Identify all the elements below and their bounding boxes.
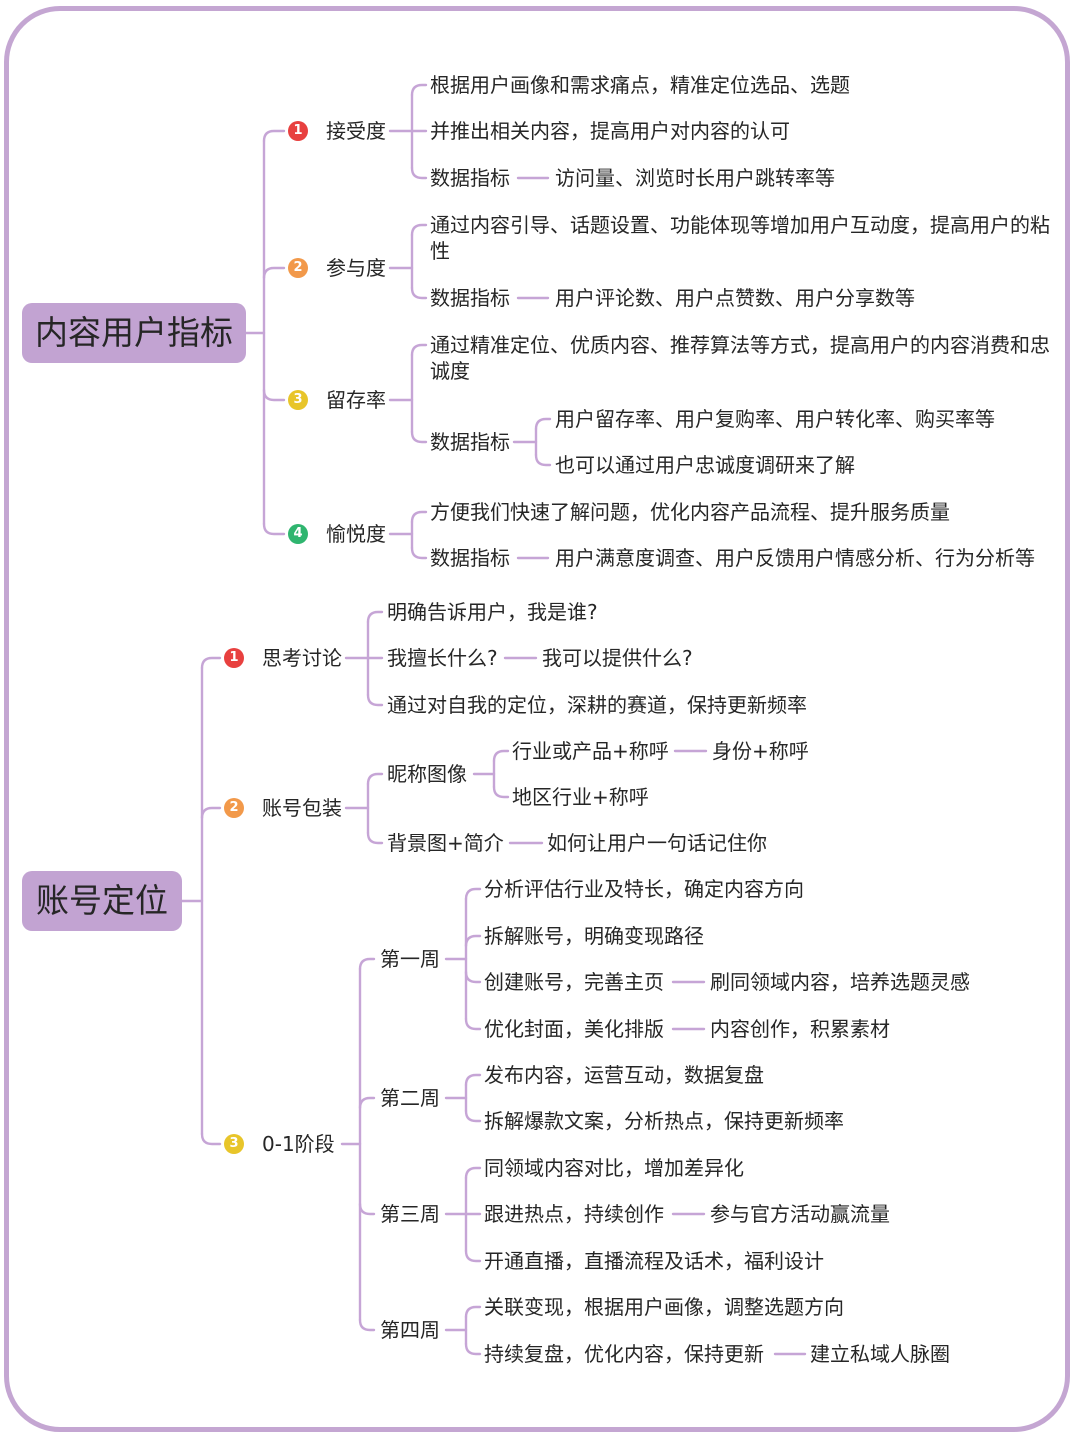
week3-arm-0	[464, 1166, 482, 1180]
packaging-background-detail[interactable]: 如何让用户一句话记住你	[547, 831, 767, 855]
badge-1-icon: 1	[288, 121, 308, 141]
engagement-point-1[interactable]: 通过内容引导、话题设置、功能体现等增加用户互动度，提高用户的粘性	[430, 213, 1050, 263]
week2-arm-0	[464, 1073, 482, 1087]
r1b3-metrics-arm-0	[534, 417, 552, 431]
week-1-item-2[interactable]: 拆解账号，明确变现路径	[484, 924, 704, 948]
root2-arm-0	[200, 656, 222, 670]
week-3-item-2-detail[interactable]: 参与官方活动赢流量	[710, 1202, 890, 1226]
retention-metrics-detail-1[interactable]: 用户留存率、用户复购率、用户转化率、购买率等	[555, 407, 995, 431]
root1-arm-1	[262, 266, 286, 280]
week1-arm-0	[464, 887, 482, 901]
badge-1-icon: 1	[224, 648, 244, 668]
week-1[interactable]: 第一周	[380, 947, 440, 971]
packaging-nickname-1-detail[interactable]: 身份+称呼	[712, 739, 809, 763]
r2b2-arm-1	[366, 831, 384, 845]
packaging-background[interactable]: 背景图+简介	[387, 831, 504, 855]
badge-3-icon: 3	[288, 390, 308, 410]
badge-4-icon: 4	[288, 524, 308, 544]
week-2-item-1[interactable]: 发布内容，运营互动，数据复盘	[484, 1063, 764, 1087]
week2-arm-1	[464, 1109, 482, 1123]
root-node-account-positioning[interactable]: 账号定位	[22, 871, 182, 931]
engagement-metrics[interactable]: 数据指标	[430, 286, 510, 310]
root-node-content-metrics[interactable]: 内容用户指标	[22, 303, 246, 363]
engagement-metrics-detail[interactable]: 用户评论数、用户点赞数、用户分享数等	[555, 286, 915, 310]
retention-metrics[interactable]: 数据指标	[430, 430, 510, 454]
branch-thinking[interactable]: 思考讨论	[262, 646, 342, 670]
week-2[interactable]: 第二周	[380, 1086, 440, 1110]
week-1-item-3-detail[interactable]: 刷同领域内容，培养选题灵感	[710, 970, 970, 994]
badge-2-icon: 2	[224, 798, 244, 818]
week-2-item-2[interactable]: 拆解爆款文案，分析热点，保持更新频率	[484, 1109, 844, 1133]
r2b1-arm-2	[366, 693, 384, 707]
thinking-point-3[interactable]: 通过对自我的定位，深耕的赛道，保持更新频率	[387, 693, 807, 717]
root2-arm-2	[200, 1132, 222, 1146]
week1-arm-3	[464, 1017, 482, 1031]
frame	[4, 6, 1070, 1432]
week-3-item-1[interactable]: 同领域内容对比，增加差异化	[484, 1156, 744, 1180]
badge-2-icon: 2	[288, 258, 308, 278]
week3-arm-2	[464, 1249, 482, 1263]
thinking-point-2[interactable]: 我擅长什么?	[387, 646, 498, 670]
branch-delight[interactable]: 愉悦度	[326, 522, 386, 546]
acceptance-point-2[interactable]: 并推出相关内容，提高用户对内容的认可	[430, 119, 790, 143]
branch-engagement[interactable]: 参与度	[326, 256, 386, 280]
branch-retention[interactable]: 留存率	[326, 388, 386, 412]
week-4-item-2[interactable]: 持续复盘，优化内容，保持更新	[484, 1342, 764, 1366]
root1-arm-3	[262, 522, 286, 536]
retention-metrics-detail-2[interactable]: 也可以通过用户忠诚度调研来了解	[555, 453, 855, 477]
week-3-item-2[interactable]: 跟进热点，持续创作	[484, 1202, 664, 1226]
r2b2-nick-arm-0	[492, 749, 510, 763]
r2b1-arm-0	[366, 610, 384, 624]
thinking-point-1[interactable]: 明确告诉用户，我是谁?	[387, 600, 598, 624]
packaging-nickname[interactable]: 昵称图像	[387, 762, 467, 786]
r1b3-arm-0	[410, 343, 428, 357]
r2b3-arm-2	[358, 1202, 376, 1216]
r1b2-arm-1	[410, 286, 428, 300]
branch-stage-0-1[interactable]: 0-1阶段	[262, 1132, 335, 1156]
week4-arm-0	[464, 1305, 482, 1319]
week-1-item-4-detail[interactable]: 内容创作，积累素材	[710, 1017, 890, 1041]
retention-point-1[interactable]: 通过精准定位、优质内容、推荐算法等方式，提高用户的内容消费和忠诚度	[430, 333, 1050, 383]
r2b3-arm-3	[358, 1318, 376, 1332]
week-1-item-4[interactable]: 优化封面，美化排版	[484, 1017, 664, 1041]
week-3[interactable]: 第三周	[380, 1202, 440, 1226]
r2b2-arm-0	[366, 772, 384, 786]
branch-acceptance[interactable]: 接受度	[326, 119, 386, 143]
r1b3-metrics-arm-1	[534, 453, 552, 467]
root1-arm-2	[262, 388, 286, 402]
r1b1-arm-0	[410, 83, 428, 97]
r1b2-arm-0	[410, 223, 428, 237]
r1b3-arm-1	[410, 430, 428, 444]
packaging-nickname-1[interactable]: 行业或产品+称呼	[512, 739, 669, 763]
delight-point-1[interactable]: 方便我们快速了解问题，优化内容产品流程、提升服务质量	[430, 500, 950, 524]
week1-arm-1	[464, 934, 482, 948]
acceptance-metrics[interactable]: 数据指标	[430, 166, 510, 190]
thinking-point-2-detail[interactable]: 我可以提供什么?	[542, 646, 693, 670]
r2b2-nick-arm-1	[492, 785, 510, 799]
r1b4-arm-1	[410, 546, 428, 560]
root2-arm-1	[200, 806, 222, 820]
week-4[interactable]: 第四周	[380, 1318, 440, 1342]
week1-arm-2	[464, 970, 482, 984]
r2b3-arm-0	[358, 957, 376, 971]
delight-metrics-detail[interactable]: 用户满意度调查、用户反馈用户情感分析、行为分析等	[555, 546, 1035, 570]
packaging-nickname-2[interactable]: 地区行业+称呼	[512, 785, 649, 809]
week-3-item-3[interactable]: 开通直播，直播流程及话术，福利设计	[484, 1249, 824, 1273]
root1-arm-0	[262, 129, 286, 143]
acceptance-metrics-detail[interactable]: 访问量、浏览时长用户跳转率等	[555, 166, 835, 190]
r2b3-arm-1	[358, 1096, 376, 1110]
branch-packaging[interactable]: 账号包装	[262, 796, 342, 820]
week-1-item-1[interactable]: 分析评估行业及特长，确定内容方向	[484, 877, 804, 901]
delight-metrics[interactable]: 数据指标	[430, 546, 510, 570]
week4-arm-1	[464, 1342, 482, 1356]
r1b1-arm-2	[410, 166, 428, 180]
week-4-item-1[interactable]: 关联变现，根据用户画像，调整选题方向	[484, 1295, 844, 1319]
acceptance-point-1[interactable]: 根据用户画像和需求痛点，精准定位选品、选题	[430, 73, 850, 97]
badge-3-icon: 3	[224, 1134, 244, 1154]
week-1-item-3[interactable]: 创建账号，完善主页	[484, 970, 664, 994]
r1b4-arm-0	[410, 510, 428, 524]
week-4-item-2-detail[interactable]: 建立私域人脉圈	[810, 1342, 950, 1366]
